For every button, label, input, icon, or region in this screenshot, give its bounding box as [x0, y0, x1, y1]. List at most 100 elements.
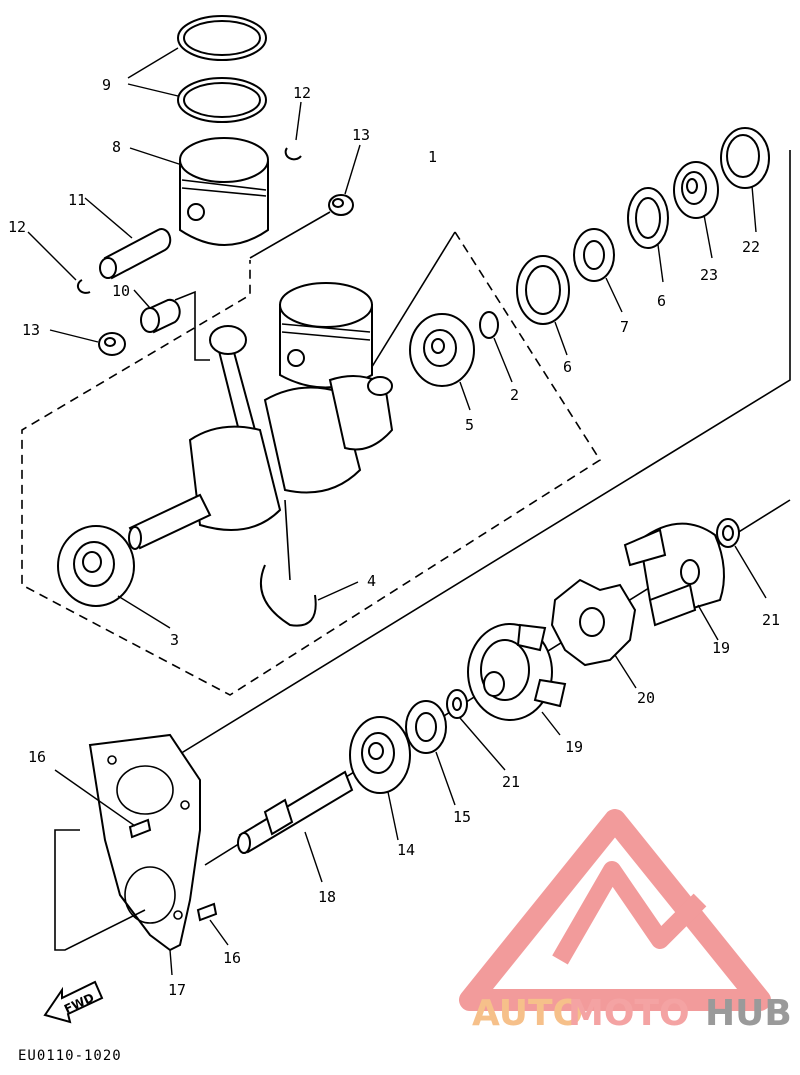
bearing-7: [573, 228, 615, 282]
leader-line: [703, 214, 713, 259]
washer-21-right: [716, 518, 740, 548]
automotohub-logo: [459, 809, 771, 1011]
leader-line: [459, 381, 471, 411]
watermark-text: AUTO MOTO HUB: [472, 993, 792, 1034]
callout-13: 13: [352, 126, 370, 144]
coupling-19-left: [467, 623, 567, 721]
callout-3: 3: [170, 631, 179, 649]
leader-line: [751, 185, 757, 233]
leader-line: [295, 101, 302, 141]
watermark-auto: AUTO: [472, 993, 583, 1034]
leader-line: [117, 595, 171, 629]
coupling-19-right: [623, 522, 725, 627]
callout-16: 16: [223, 949, 241, 967]
circlip-4: [260, 564, 317, 627]
callout-11: 11: [68, 191, 86, 209]
leader-line: [174, 290, 210, 361]
callout-5: 5: [465, 416, 474, 434]
callout-19: 19: [565, 738, 583, 756]
leader-line: [317, 581, 359, 601]
callout-21: 21: [502, 773, 520, 791]
callout-2: 2: [510, 386, 519, 404]
dowel-pin-a: [128, 818, 152, 839]
leader-line: [554, 321, 568, 356]
circlip-top: [284, 147, 302, 161]
collar-22: [720, 127, 770, 189]
callout-9: 9: [102, 76, 111, 94]
bearing-15: [405, 700, 447, 754]
leader-line: [49, 329, 99, 343]
bearing-14: [349, 716, 411, 794]
forward-direction-arrow: FWD: [43, 980, 104, 1024]
callout-12: 12: [293, 84, 311, 102]
callout-6: 6: [563, 358, 572, 376]
callout-21: 21: [762, 611, 780, 629]
leader-line: [54, 769, 136, 827]
leader-line: [614, 654, 637, 689]
leader-line: [697, 604, 719, 641]
leader-line: [127, 83, 179, 97]
o-ring: [479, 311, 499, 339]
piston-pin: [99, 228, 172, 280]
callout-19: 19: [712, 639, 730, 657]
leader-line: [84, 197, 133, 239]
leader-line: [54, 829, 146, 951]
drawing-code: EU0110-1020: [18, 1048, 122, 1064]
crankshaft-assembly-boundary: [21, 231, 602, 696]
callout-22: 22: [742, 238, 760, 256]
leader-line: [284, 499, 291, 581]
leader-line: [734, 545, 767, 599]
callout-6: 6: [657, 292, 666, 310]
leader-line: [133, 289, 151, 309]
leader-line: [249, 211, 331, 259]
pump-assembly-boundary: [169, 150, 791, 761]
leader-line: [605, 277, 623, 313]
callout-1: 1: [428, 148, 437, 166]
piston: [179, 137, 269, 246]
callout-15: 15: [453, 808, 471, 826]
watermark-moto: MOTO: [568, 993, 690, 1034]
callout-labels: 9 12 13 8 1 11 12 10 13 22 23 6 7 6 2 5 …: [8, 76, 780, 999]
gasket: [88, 733, 201, 952]
main-bearing-right: [409, 313, 475, 387]
leader-line: [657, 244, 664, 283]
dowel-pin-b: [196, 902, 218, 922]
callout-20: 20: [637, 689, 655, 707]
oil-seal-a: [516, 255, 570, 325]
callout-17: 17: [168, 981, 186, 999]
leader-line: [209, 919, 229, 946]
main-bearing-left: [57, 525, 135, 607]
callout-14: 14: [397, 841, 415, 859]
callout-4: 4: [367, 572, 376, 590]
piston-ring-lower: [177, 77, 267, 123]
callout-8: 8: [112, 138, 121, 156]
callout-10: 10: [112, 282, 130, 300]
leader-line: [435, 751, 456, 806]
bearing-23: [673, 161, 719, 219]
oil-seal-b: [627, 187, 669, 249]
leader-line: [129, 147, 183, 166]
leader-line: [459, 717, 506, 771]
callout-7: 7: [620, 318, 629, 336]
thrust-washer-left: [98, 332, 126, 356]
leader-line: [127, 47, 179, 79]
leader-line: [541, 711, 561, 736]
pump-shaft: [237, 770, 354, 854]
leader-line: [493, 337, 513, 383]
piston-ring-upper: [177, 15, 267, 61]
leader-line: [169, 949, 173, 976]
crankshaft: [128, 282, 394, 550]
watermark-hub: HUB: [705, 993, 792, 1034]
thrust-washer-top: [328, 194, 354, 216]
callout-18: 18: [318, 888, 336, 906]
leader-line: [387, 791, 399, 841]
washer-21-lower: [446, 689, 468, 719]
leader-line: [369, 231, 456, 371]
rubber-damper: [550, 578, 637, 667]
leader-line: [344, 144, 361, 195]
leader-line: [304, 831, 323, 883]
callout-23: 23: [700, 266, 718, 284]
leader-line: [27, 231, 77, 281]
callout-12: 12: [8, 218, 26, 236]
